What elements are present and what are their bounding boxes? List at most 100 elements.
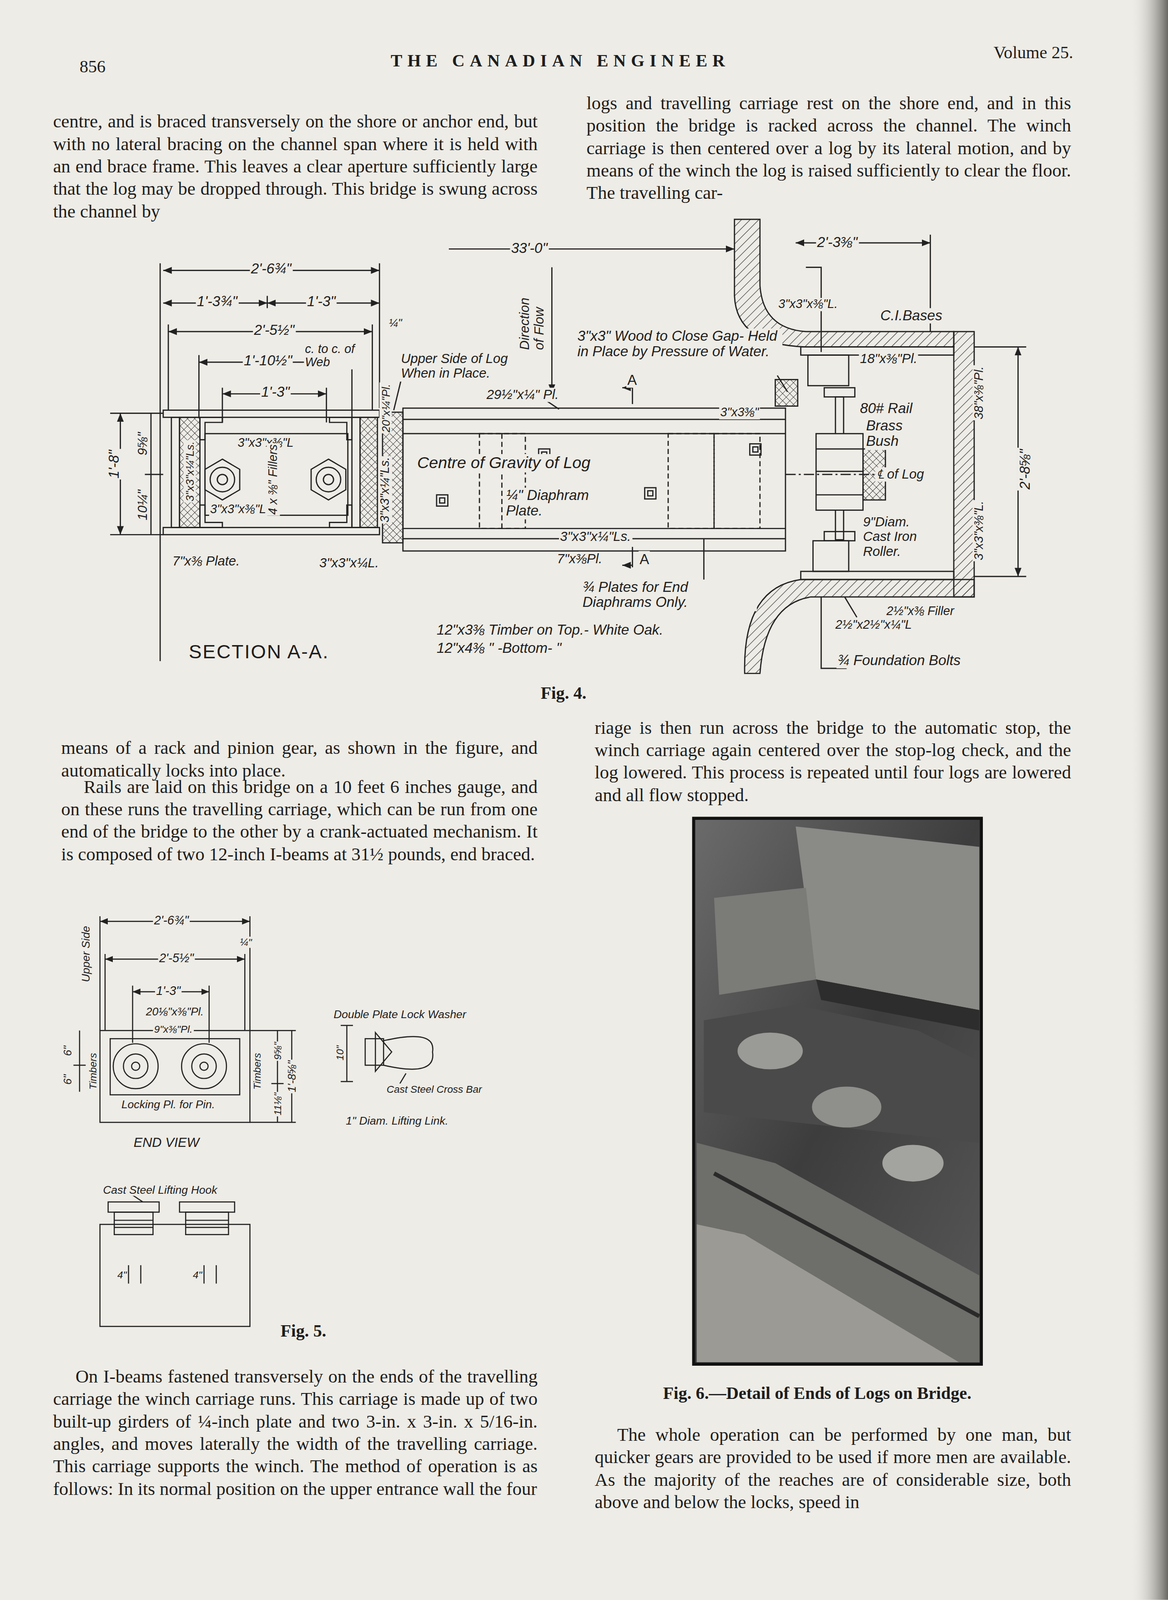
dimension-label: 3"x3"x⅜"L. [972,499,987,562]
roller-support-drawing [824,387,855,397]
body-paragraph: The whole operation can be performed by … [594,1423,1072,1513]
log-plan-drawing [714,433,761,529]
section-drawing [329,504,352,528]
end-view-drawing [375,1032,392,1072]
lifting-hook-drawing [185,1219,229,1221]
log-plan-drawing [622,564,633,566]
dimension-label: 1'-3" [306,293,337,310]
log-plan-drawing [668,433,715,529]
end-view-drawing [249,1121,296,1123]
section-drawing [371,324,373,410]
dimension-label: 2'-8⅝" [1017,448,1034,491]
roller-support-drawing [953,331,975,597]
end-view-drawing [244,953,246,1031]
lifting-hook-drawing [215,1264,217,1284]
dimension-label: c. to c. of Web [303,342,358,370]
photograph [696,1223,959,1362]
body-paragraph: logs and travelling carriage rest on the… [586,91,1072,205]
dimension-label: 1" Diam. Lifting Link. [344,1113,450,1127]
log-plan-drawing [436,494,449,507]
end-view-drawing [191,1053,217,1079]
section-drawing [329,417,352,440]
dimension-label: 7"x⅜ Plate. [171,553,242,569]
dimension-label: 3"x3"x¼"Ls. [378,455,393,524]
roller-support-drawing [815,470,863,473]
section-title: SECTION A-A. [186,640,332,663]
log-plan-drawing [551,267,553,393]
roller-support-drawing [815,433,863,510]
end-view-drawing [104,953,106,1031]
dimension-label: 3"x3"x¼"Ls. [558,529,632,544]
dimension-label: 3"x3"x⅜"L. [777,297,839,312]
figure-caption: Fig. 6.—Detail of Ends of Logs on Bridge… [663,1383,972,1404]
lifting-hook-drawing [114,1219,153,1221]
photograph [693,818,982,1365]
section-drawing [352,417,361,528]
section-drawing [171,417,180,528]
log-plan-drawing [402,432,786,435]
photograph [696,1142,980,1362]
dimension-label: 9⅝" [135,431,151,457]
section-drawing [217,474,228,485]
page-meta: Volume 25. [993,42,1073,63]
dimension-label: 20⅛"x⅜"Pl. [144,1004,205,1017]
log-plan-drawing [752,446,758,452]
section-drawing [360,417,378,528]
dimension-label: Upper Side of Log When in Place. [399,352,530,382]
dimension-label: ¼" [238,936,253,948]
section-mark: A [638,550,650,568]
dimension-label: END VIEW [132,1135,201,1150]
dimension-label: Locking Pl. for Pin. [120,1097,217,1110]
dimension-label: 4" [116,1268,128,1281]
dimension-label: 2'-6¾" [152,914,190,928]
end-view-drawing [181,1043,227,1089]
log-plan-drawing [775,379,798,406]
end-view-drawing [399,1072,406,1083]
dimension-label: 18"x⅜"Pl. [858,352,919,367]
lifting-hook-drawing [185,1226,229,1228]
dimension-label: 2'-5½" [158,951,196,966]
dimension-label: 1'-8" [106,448,123,480]
dimension-label: 29½"x¼" Pl. [485,387,560,403]
section-drawing [323,474,334,485]
dimension-label: 6" [60,1072,74,1086]
log-plan-drawing [644,487,656,499]
dimension-label: Cast Steel Cross Bar [385,1083,484,1095]
photograph [811,1086,882,1128]
photograph [714,1173,980,1316]
log-plan-drawing [777,375,788,392]
section-drawing [163,410,380,418]
end-view-drawing [340,1080,353,1082]
dimension-label: Timbers [251,1051,263,1091]
dimension-label: 38"x⅜"Pl. [972,365,987,421]
log-plan-drawing [631,546,634,568]
section-drawing [110,412,164,414]
end-view-drawing [249,916,251,1031]
lifting-hook-drawing [179,1201,235,1212]
dimension-label: 11⅛" [271,1091,284,1116]
section-mark: A [626,371,638,388]
dimension-label: 1'-3¾" [196,293,239,310]
end-view-drawing [131,1062,140,1071]
section-drawing [198,354,200,418]
dimension-label: 9"Diam. Cast Iron Roller. [861,515,938,559]
page-meta: 856 [79,57,106,78]
dimension-label: 7"x⅜Pl. [555,551,604,567]
lifting-hook-drawing [114,1226,153,1228]
log-plan-drawing [631,385,634,404]
body-paragraph: means of a rack and pinion gear, as show… [61,736,538,782]
dimension-label: 3"x3"x⅜"L [209,503,267,517]
roller-support-drawing [800,571,954,580]
lifting-hook-drawing [140,1264,141,1284]
section-drawing [159,263,162,662]
dimension-label: ¾ Plates for End Diaphrams Only. [581,579,757,611]
dimension-label: 10" [334,1044,346,1062]
section-drawing [179,417,201,528]
dimension-label: 1'-10½" [242,352,294,369]
roller-support-drawing [813,540,849,572]
roller-support-drawing [734,219,1027,674]
end-view-drawing [123,1053,148,1079]
section-drawing [144,473,163,476]
dimension-label: 1'-3" [260,384,291,401]
section-drawing [167,324,170,410]
